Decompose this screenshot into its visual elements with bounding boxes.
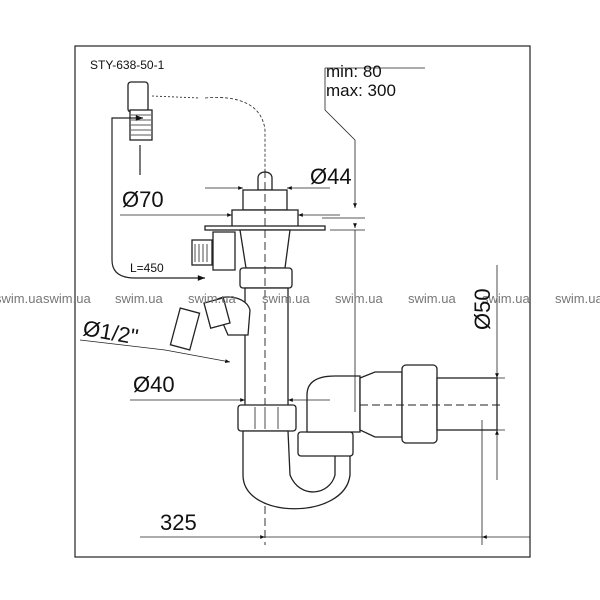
watermark: swim.ua [43, 291, 91, 306]
dimension-lines [79, 67, 530, 545]
watermark: swim.ua [408, 291, 456, 306]
watermark: swim.ua [262, 291, 310, 306]
width-325-label: 325 [160, 510, 197, 535]
watermark: swim.ua [188, 291, 236, 306]
watermark: swim.ua [555, 291, 600, 306]
diameter-44-label: Ø44 [310, 164, 352, 189]
min-label: min: 80 [326, 62, 382, 81]
diameter-40-label: Ø40 [133, 372, 175, 397]
diameter-half-inch-label: Ø1/2" [81, 315, 140, 349]
u-trap [242, 364, 500, 510]
max-label: max: 300 [326, 81, 396, 100]
drain-strainer [191, 171, 326, 289]
watermark-row: swim.ua swim.ua swim.ua swim.ua swim.ua … [0, 291, 600, 306]
watermark: swim.ua [115, 291, 163, 306]
watermark: swim.ua [335, 291, 383, 306]
diameter-50-label: Ø50 [470, 288, 495, 330]
watermark: swim.ua [482, 291, 530, 306]
drawing-border [74, 45, 531, 558]
watermark: swim.ua [0, 291, 43, 306]
diameter-70-label: Ø70 [122, 187, 164, 212]
hose-length-label: L=450 [130, 261, 164, 275]
side-inlet [169, 296, 251, 351]
model-label: STY-638-50-1 [90, 58, 165, 72]
overflow-assembly [111, 81, 266, 281]
